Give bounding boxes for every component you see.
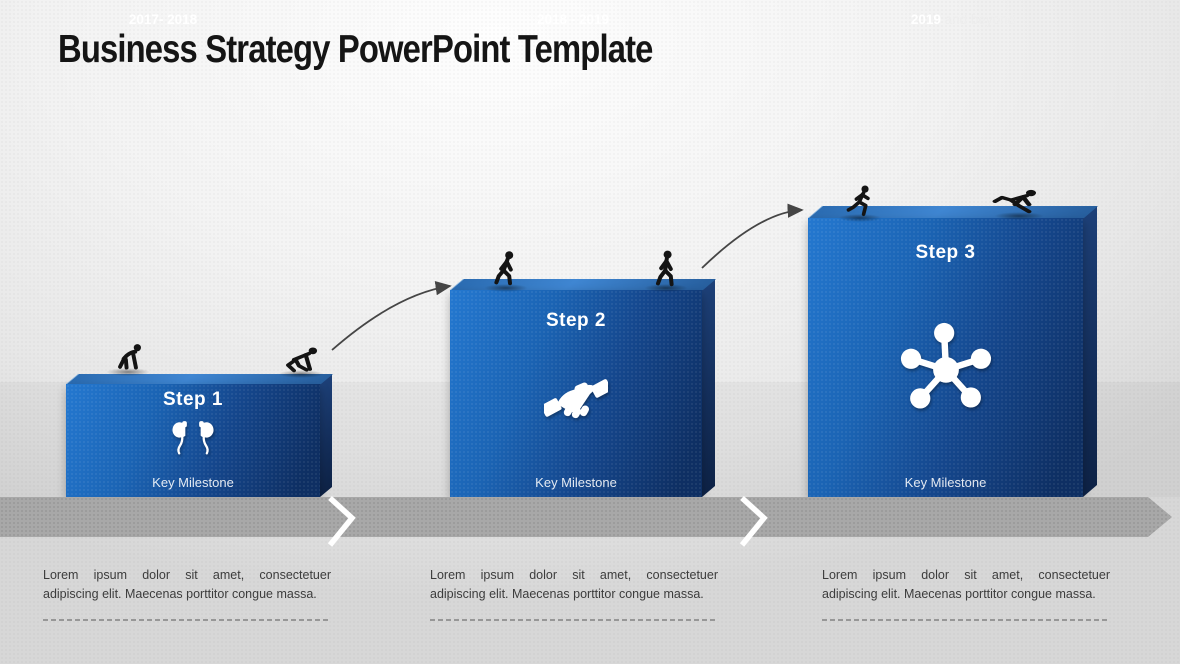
timeline-chevron-1	[327, 495, 356, 547]
step-2-block-front-face: Step 2 Key Milestone	[450, 290, 702, 497]
step-3-block-front-face: Step 3 Key Milestone	[808, 218, 1083, 497]
step-1-title: Step 1	[162, 389, 224, 410]
walking-hominid-shadow	[484, 284, 528, 292]
step-3-title: Step 3	[915, 242, 976, 263]
timeline-chevron-2	[739, 495, 768, 547]
step-2-description-block: Lorem ipsum dolor sit amet, consectetuer…	[430, 566, 718, 621]
step-1-dashed-divider	[43, 618, 331, 621]
step-1-description: Lorem ipsum dolor sit amet, consectetuer…	[43, 568, 331, 602]
page-title: Business Strategy PowerPoint Template	[58, 28, 653, 71]
earbuds-icon	[170, 420, 216, 461]
network-icon	[900, 322, 992, 419]
timeline-period-2-text: 2018 - 2019	[536, 12, 610, 27]
timeline-period-1: 2017- 2018	[129, 0, 197, 40]
step-3-description: Lorem ipsum dolor sit amet, consectetuer…	[822, 568, 1110, 602]
step-2-dashed-divider	[430, 618, 718, 621]
crouching-human-shadow	[278, 370, 324, 378]
sprinting-human-shadow	[994, 212, 1044, 220]
step-2-milestone-label: Key Milestone	[535, 475, 617, 490]
step-2-title: Step 2	[545, 310, 607, 331]
timeline-period-3: 2019 and beyond	[911, 0, 1015, 40]
timeline-band	[0, 497, 1172, 537]
step-1-milestone-label: Key Milestone	[152, 475, 234, 490]
arrow-step2-to-step3	[701, 203, 804, 269]
handshake-icon	[540, 378, 612, 425]
ape-silhouette-icon	[118, 344, 141, 370]
walking-hominid-silhouette-icon	[494, 251, 514, 286]
walking-human-silhouette-icon	[656, 250, 674, 287]
ape-shadow	[106, 368, 150, 376]
step-1-description-block: Lorem ipsum dolor sit amet, consectetuer…	[43, 566, 331, 621]
step-2-block-side-face	[702, 279, 715, 497]
step-3-block-side-face	[1083, 206, 1097, 497]
step-2-description: Lorem ipsum dolor sit amet, consectetuer…	[430, 568, 718, 602]
walking-human-shadow	[644, 284, 688, 292]
step-3-milestone-label: Key Milestone	[904, 475, 987, 490]
timeline-period-3-text: 2019	[910, 12, 941, 27]
step-1-block-front-face: Step 1 Key Milestone	[66, 384, 320, 497]
timeline-period-3-suffix: and beyond	[940, 12, 1016, 27]
timeline-period-1-text: 2017- 2018	[128, 12, 198, 27]
step-1-block-side-face	[320, 374, 332, 497]
running-human-silhouette-icon	[846, 185, 870, 217]
arrow-step1-to-step2	[331, 280, 452, 351]
timeline-period-2: 2018 - 2019	[537, 0, 609, 40]
step-3-dashed-divider	[822, 618, 1110, 621]
running-human-shadow	[838, 214, 882, 222]
step-3-description-block: Lorem ipsum dolor sit amet, consectetuer…	[822, 566, 1110, 621]
sprinting-human-silhouette-icon	[992, 189, 1036, 214]
crouching-human-silhouette-icon	[285, 347, 318, 373]
